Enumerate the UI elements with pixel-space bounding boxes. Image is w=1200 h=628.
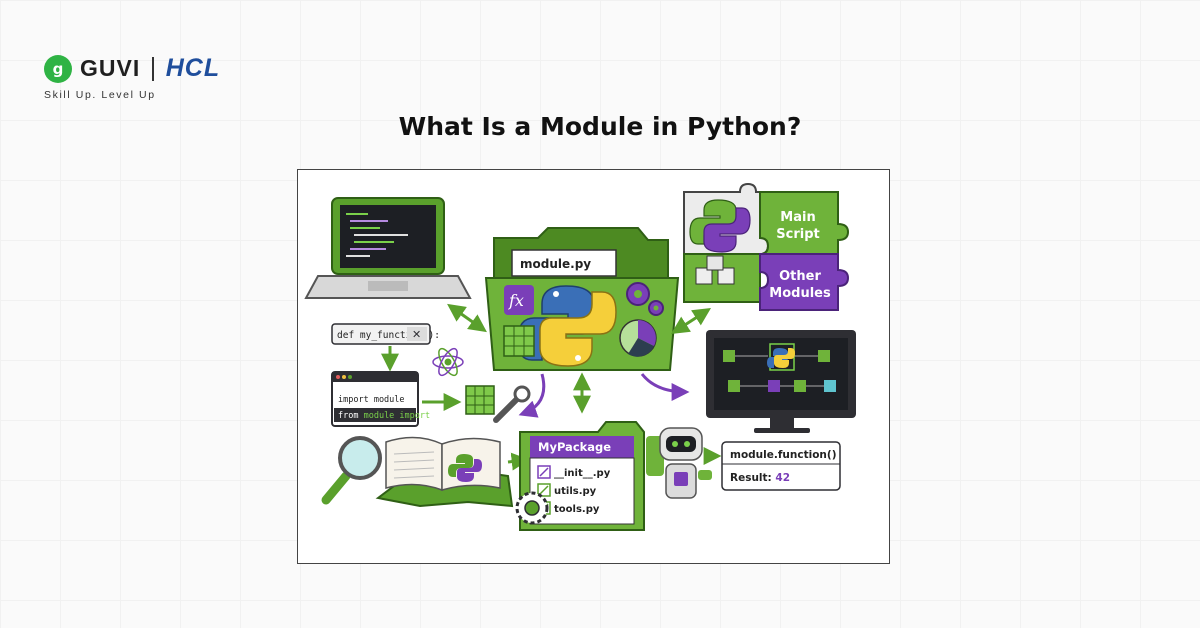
puzzle-other-line-2: Modules (769, 286, 831, 301)
gear-icon (626, 282, 664, 316)
close-icon: ✕ (412, 328, 421, 341)
atom-icon (432, 347, 464, 377)
import-window: import module from module import * (331, 371, 440, 427)
cube-icon (465, 385, 495, 415)
book-icon (375, 436, 514, 508)
guvi-wordmark: GUVI (80, 55, 141, 81)
page-title: What Is a Module in Python? (398, 112, 802, 141)
module-illustration: module.py fx (304, 182, 856, 531)
wrench-icon (493, 385, 531, 423)
brand-logo[interactable]: g GUVI HCL (44, 54, 220, 83)
package-name: MyPackage (538, 440, 611, 454)
robot-icon (646, 427, 712, 499)
result-box: module.function() Result: 42 (721, 441, 841, 491)
brand-tagline: Skill Up. Level Up (44, 89, 156, 101)
hcl-wordmark: HCL (165, 54, 221, 82)
function-definition-snippet: def my_function(): ✕ (331, 323, 440, 345)
module-folder: module.py fx (484, 227, 680, 371)
python-logo-icon (689, 199, 751, 253)
logo-divider (152, 56, 154, 81)
import-line-1: import module (338, 395, 405, 405)
function-call-text: module.function() (730, 449, 837, 461)
puzzle-other-line-1: Other (779, 269, 821, 284)
puzzle-pieces: Main Script Other Modules (683, 182, 850, 311)
guvi-mark-icon: g (44, 54, 72, 83)
cube-icon (503, 325, 535, 357)
illustration-frame: module.py fx (297, 169, 890, 564)
laptop-icon (304, 197, 472, 299)
package-file-tools: tools.py (554, 504, 600, 515)
result-text: Result: 42 (730, 472, 790, 484)
package-file-init: __init__.py (554, 468, 611, 479)
package-folder: MyPackage __init__.py utils.py tools.py (519, 421, 645, 531)
folder-tab-label: module.py (520, 257, 591, 271)
puzzle-main-line-1: Main (780, 210, 815, 225)
pie-chart-icon (619, 319, 657, 357)
fx-icon: fx (508, 291, 524, 310)
import-line-2: from module import * (338, 411, 440, 421)
def-snippet-text: def my_function(): (337, 330, 440, 341)
package-file-utils: utils.py (554, 486, 597, 497)
magnifier-icon (321, 436, 382, 505)
gear-icon (515, 491, 549, 525)
python-logo-icon (517, 285, 617, 367)
monitor-icon (706, 330, 856, 433)
puzzle-main-line-2: Script (776, 227, 819, 242)
